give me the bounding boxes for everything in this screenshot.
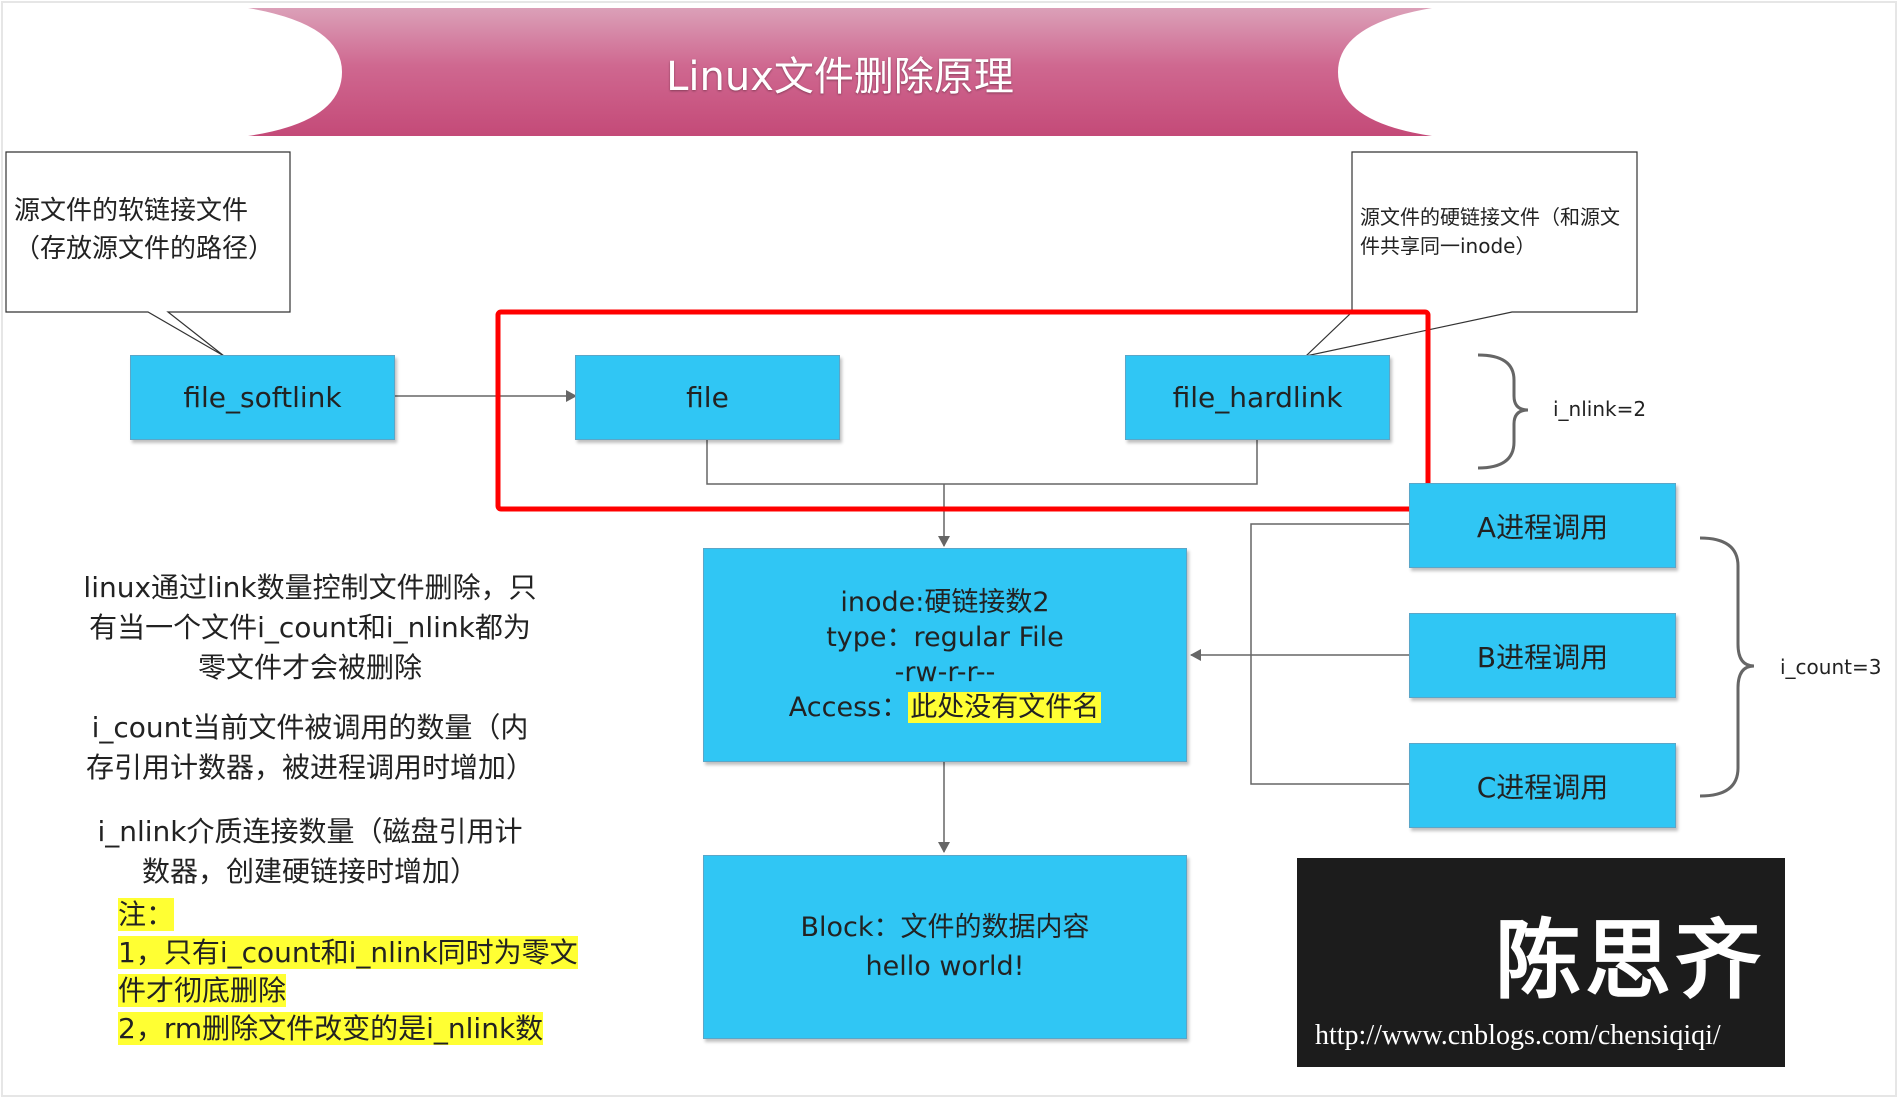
softlink-callout: 源文件的软链接文件 （存放源文件的路径） xyxy=(14,192,286,268)
node-file-softlink[interactable]: file_softlink xyxy=(130,355,395,440)
note-1-line1: 1，只有i_count和i_nlink同时为零文 xyxy=(118,936,578,969)
inode-box[interactable]: inode:硬链接数2 type：regular File -rw-r-r-- … xyxy=(703,548,1187,762)
inode-line1: inode:硬链接数2 xyxy=(840,587,1050,618)
explanation-p2-l2: 存引用计数器，被进程调用时增加） xyxy=(85,751,534,784)
brace-i-nlink xyxy=(1477,353,1529,470)
hardlink-callout-line1: 源文件的硬链接文件（和源文 xyxy=(1360,205,1620,229)
hardlink-highlight-frame xyxy=(495,309,1431,512)
brace-i-count xyxy=(1699,536,1755,798)
node-process-a[interactable]: A进程调用 xyxy=(1409,483,1676,568)
explanation-p3-l1: i_nlink介质连接数量（磁盘引用计 xyxy=(97,815,523,848)
node-file-label: file xyxy=(686,381,729,414)
title-banner xyxy=(248,8,1432,136)
i-nlink-label: i_nlink=2 xyxy=(1553,397,1647,421)
block-line1: Block：文件的数据内容 xyxy=(800,912,1090,943)
explanation-paragraph-1: linux通过link数量控制文件删除，只 有当一个文件i_count和i_nl… xyxy=(60,568,560,688)
softlink-callout-line1: 源文件的软链接文件 xyxy=(14,196,249,226)
connector-file-merge xyxy=(706,440,1258,485)
node-file-softlink-label: file_softlink xyxy=(183,381,342,414)
explanation-p1-l3: 零文件才会被删除 xyxy=(197,651,422,684)
node-file-hardlink-label: file_hardlink xyxy=(1172,381,1343,414)
logo-url[interactable]: http://www.cnblogs.com/chensiqiqi/ xyxy=(1315,1020,1721,1051)
inode-line3: -rw-r-r-- xyxy=(894,657,996,688)
node-file[interactable]: file xyxy=(575,355,840,440)
hardlink-callout-line2: 件共享同一inode） xyxy=(1360,234,1536,258)
notes-block: 注： 1，只有i_count和i_nlink同时为零文 件才彻底删除 2，rm删… xyxy=(118,896,578,1048)
explanation-paragraph-2: i_count当前文件被调用的数量（内 存引用计数器，被进程调用时增加） xyxy=(60,708,560,788)
note-2: 2，rm删除文件改变的是i_nlink数 xyxy=(118,1012,544,1045)
explanation-paragraph-3: i_nlink介质连接数量（磁盘引用计 数器，创建硬链接时增加） xyxy=(60,812,560,892)
note-1-line2: 件才彻底删除 xyxy=(118,974,287,1007)
node-process-a-label: A进程调用 xyxy=(1476,510,1609,544)
connector-processes xyxy=(1250,523,1409,785)
explanation-p1-l2: 有当一个文件i_count和i_nlink都为 xyxy=(89,611,531,644)
node-process-b[interactable]: B进程调用 xyxy=(1409,613,1676,698)
explanation-p1-l1: linux通过link数量控制文件删除，只 xyxy=(83,571,537,604)
block-line2: hello world! xyxy=(865,951,1025,982)
node-file-hardlink[interactable]: file_hardlink xyxy=(1125,355,1390,440)
node-process-c-label: C进程调用 xyxy=(1476,770,1609,804)
explanation-p2-l1: i_count当前文件被调用的数量（内 xyxy=(91,711,529,744)
explanation-p3-l2: 数器，创建硬链接时增加） xyxy=(141,855,478,888)
softlink-callout-shape xyxy=(5,151,291,357)
inode-line2: type：regular File xyxy=(826,622,1064,653)
softlink-callout-line2: （存放源文件的路径） xyxy=(14,234,275,264)
logo-panel xyxy=(1297,858,1785,1067)
i-count-label: i_count=3 xyxy=(1780,655,1882,679)
node-process-c[interactable]: C进程调用 xyxy=(1409,743,1676,828)
inode-access-prefix: Access： xyxy=(788,692,909,723)
hardlink-callout: 源文件的硬链接文件（和源文 件共享同一inode） xyxy=(1360,203,1632,261)
inode-access-highlight: 此处没有文件名 xyxy=(908,692,1102,723)
note-heading: 注： xyxy=(118,898,175,931)
node-process-b-label: B进程调用 xyxy=(1476,640,1609,674)
inode-line4: Access：此处没有文件名 xyxy=(788,690,1102,725)
block-box[interactable]: Block：文件的数据内容 hello world! xyxy=(703,855,1187,1039)
page-title: Linux文件删除原理 xyxy=(666,54,1014,100)
logo-name: 陈思齐 xyxy=(1495,911,1765,1011)
